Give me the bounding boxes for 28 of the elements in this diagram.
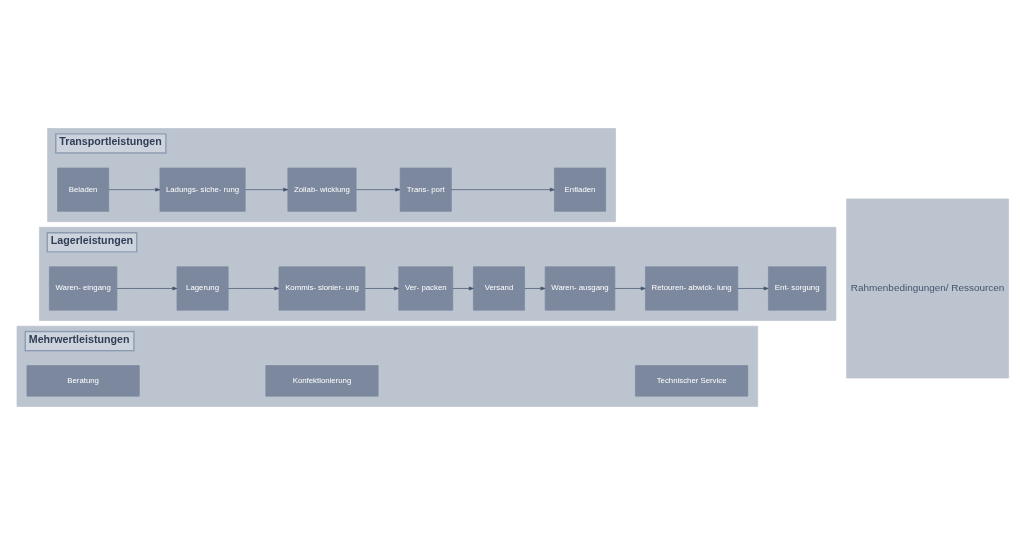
node-box: Entladen <box>554 167 606 212</box>
node-box: Waren- eingang <box>49 266 118 311</box>
node-box: Versand <box>473 266 525 311</box>
arrow <box>614 286 646 291</box>
node-box: Ladungs- siche- rung <box>159 167 246 212</box>
arrow <box>451 187 555 192</box>
node-box: Beladen <box>57 167 110 212</box>
node-box: Ent- sorgung <box>768 266 827 311</box>
node-box: Technischer Service <box>635 365 749 397</box>
node-box: Waren- ausgang <box>544 266 616 311</box>
node-box: Retouren- abwick- lung <box>645 266 739 311</box>
node-box: Rahmenbedingungen/ Ressourcen <box>846 198 1009 379</box>
node-box: Zollab- wicklung <box>287 167 357 212</box>
node-box: Ver- packen <box>398 266 454 311</box>
arrow <box>108 187 161 192</box>
node-box: Beratung <box>26 365 140 397</box>
arrow <box>524 286 546 291</box>
node-box: Trans- port <box>399 167 452 212</box>
arrow <box>245 187 289 192</box>
arrow <box>227 286 280 291</box>
arrow <box>364 286 399 291</box>
arrow <box>116 286 178 291</box>
node-box: Lagerung <box>176 266 229 311</box>
arrow <box>452 286 474 291</box>
node-box: Kommis- sionier- ung <box>278 266 366 311</box>
arrow <box>737 286 769 291</box>
node-box: Konfektionierung <box>265 365 379 397</box>
arrow <box>355 187 401 192</box>
